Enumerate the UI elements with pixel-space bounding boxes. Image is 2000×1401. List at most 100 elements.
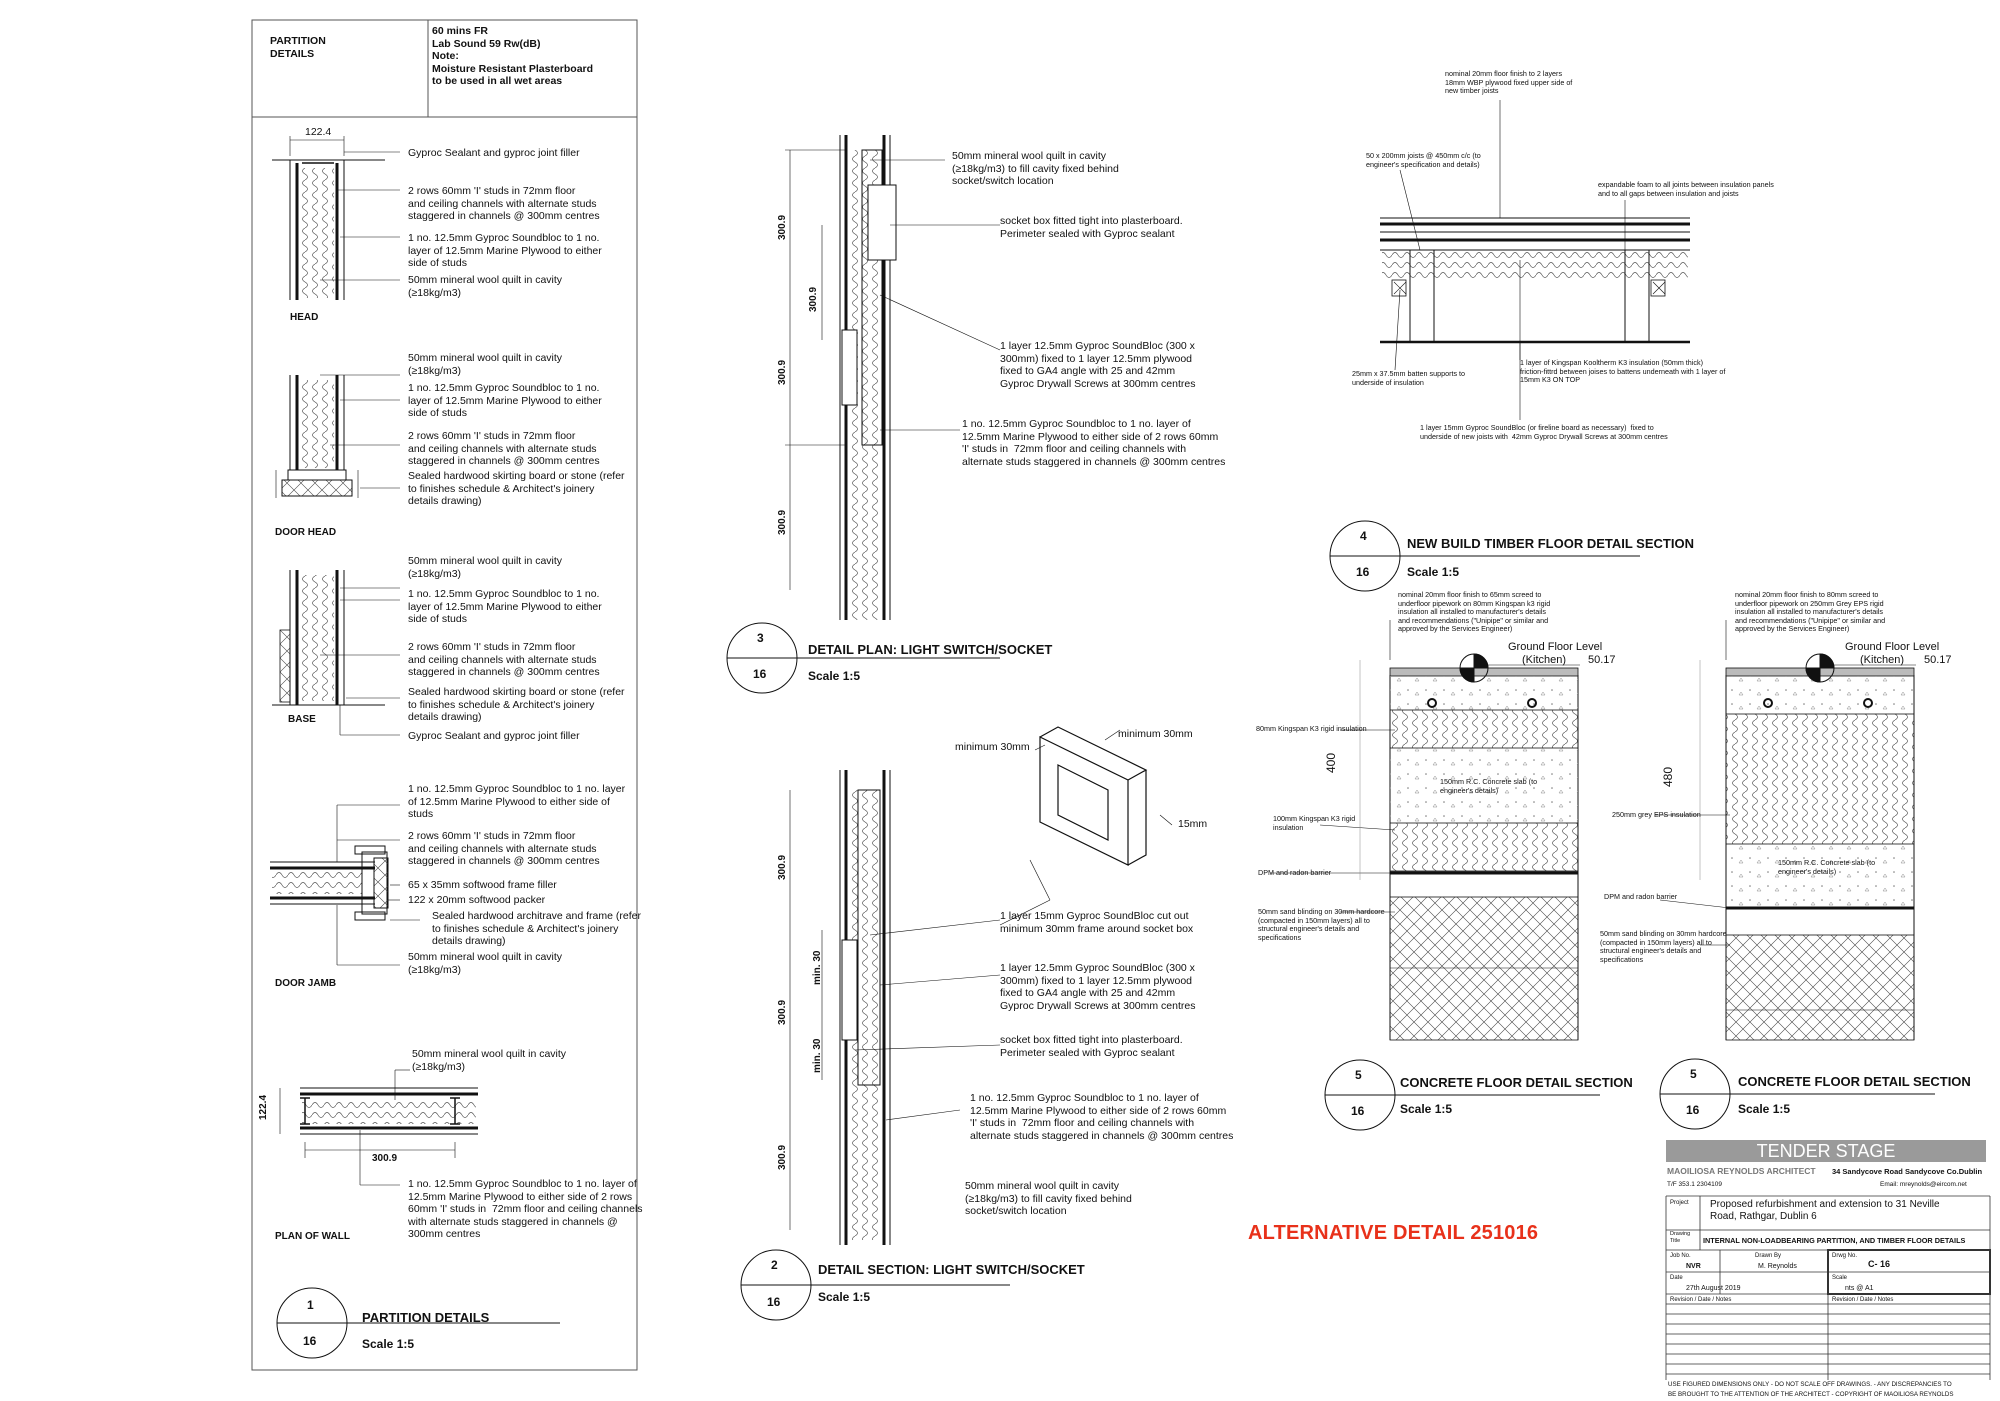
detail2-dim-2: min. 30 [812,950,823,985]
head-label: HEAD [290,312,319,323]
partition-header-spec: 60 mins FR Lab Sound 59 Rw(dB) Note: Moi… [432,25,594,87]
job-no: NVR [1686,1263,1701,1270]
detail1-title: PARTITION DETAILS [362,1310,490,1325]
detail2-note-3: socket box fitted tight into plasterboar… [1000,1034,1183,1059]
detail5b-level-value: 50.17 [1924,654,1952,666]
detail4-note-6: 1 layer 15mm Gyproc SoundBloc (or fireli… [1420,423,1668,441]
detail4-note-4: 25mm x 37.5mm batten supports to undersi… [1352,369,1466,387]
detail4-note-2: 50 x 200mm joists @ 450mm c/c (to engine… [1366,151,1481,169]
detail3-sheet: 16 [753,667,767,681]
detail2-drawing [789,726,1173,1245]
detail2-dim-4: min. 30 [812,1038,823,1073]
firm-name: MAOILIOSA REYNOLDS ARCHITECT [1667,1166,1816,1176]
drawn-by-label: Drawn By [1755,1253,1782,1259]
head-detail-drawing [272,136,400,300]
detail4-sheet: 16 [1356,565,1370,579]
detail5a-sheet: 16 [1351,1104,1365,1118]
detail5b-level-room: (Kitchen) [1860,654,1905,666]
door-head-detail-drawing [275,374,400,498]
detail4-drawing [1380,100,1690,420]
detail3-note-1: 50mm mineral wool quilt in cavity (≥18kg… [952,150,1119,187]
door-jamb-detail-drawing [270,804,420,966]
detail2-iso-label-3: 15mm [1178,818,1208,830]
date-value: 27th August 2019 [1686,1285,1741,1292]
detail2-note-5: 50mm mineral wool quilt in cavity (≥18kg… [965,1180,1132,1217]
head-note-2: 2 rows 60mm 'I' studs in 72mm floor and … [408,185,600,222]
base-note-5: Gyproc Sealant and gyproc joint filler [408,730,580,742]
detail3-note-4: 1 no. 12.5mm Gyproc Soundbloc to 1 no. l… [962,418,1226,468]
detail3-dim-2: 300.9 [808,286,819,312]
detail3-note-3: 1 layer 12.5mm Gyproc SoundBloc (300 x 3… [1000,340,1196,390]
detail5b-scale: Scale 1:5 [1738,1102,1791,1116]
detail2-iso-label-1: minimum 30mm [955,741,1030,753]
door-head-note-1: 50mm mineral wool quilt in cavity (≥18kg… [408,352,563,377]
scale-label: Scale [1832,1275,1848,1281]
drawing-no: C- 16 [1868,1259,1891,1269]
plan-note-2: 1 no. 12.5mm Gyproc Soundbloc to 1 no. l… [408,1178,643,1240]
door-jamb-note-5: Sealed hardwood architrave and frame (re… [432,910,641,947]
base-detail-drawing [272,570,400,736]
detail1-sheet: 16 [303,1334,317,1348]
drawn-by: M. Reynolds [1758,1263,1797,1270]
detail2-note-1: 1 layer 15mm Gyproc SoundBloc cut out mi… [1000,910,1194,935]
firm-address: 34 Sandycove Road Sandycove Co.Dublin [1832,1167,1983,1176]
detail3-note-2: socket box fitted tight into plasterboar… [1000,215,1183,240]
detail3-dim-1: 300.9 [777,214,788,240]
base-label: BASE [288,714,316,725]
head-note-3: 1 no. 12.5mm Gyproc Soundbloc to 1 no. l… [408,232,602,269]
detail5b-level-title: Ground Floor Level [1845,641,1940,653]
detail5a-note-2: 80mm Kingspan K3 rigid insulation [1256,724,1367,733]
detail2-dim-3: 300.9 [777,999,788,1025]
detail5b-title: CONCRETE FLOOR DETAIL SECTION [1738,1074,1971,1089]
tender-stage-banner: TENDER STAGE [1756,1141,1896,1161]
detail5a-level-room: (Kitchen) [1522,654,1567,666]
door-jamb-note-4: 122 x 20mm softwood packer [408,894,546,906]
detail2-iso-label-2: minimum 30mm [1118,728,1193,740]
plan-of-wall-drawing [279,1069,478,1186]
detail5b-note-2: 250mm grey EPS insulation [1612,810,1701,819]
door-head-note-3: 2 rows 60mm 'I' studs in 72mm floor and … [408,430,600,467]
partition-panel-frame [251,19,638,1371]
drawing-no-label: Drwg No. [1832,1253,1858,1259]
partition-header-title: PARTITION DETAILS [270,35,326,60]
detail2-dim-1: 300.9 [777,854,788,880]
job-no-label: Job No. [1670,1253,1691,1259]
detail3-dim-3: 300.9 [777,359,788,385]
detail4-number: 4 [1360,529,1367,543]
detail5a-drawing [1270,620,1580,1041]
detail5a-note-5: DPM and radon barrier [1258,868,1332,877]
detail3-scale: Scale 1:5 [808,669,861,683]
detail4-note-3: expandable foam to all joints between in… [1598,180,1774,198]
project-label: Project [1670,1200,1689,1206]
detail1-scale: Scale 1:5 [362,1337,415,1351]
detail3-drawing [785,135,1001,620]
detail4-scale: Scale 1:5 [1407,565,1460,579]
door-jamb-note-1: 1 no. 12.5mm Gyproc Soundbloc to 1 no. l… [408,783,626,820]
detail2-scale: Scale 1:5 [818,1290,871,1304]
door-head-label: DOOR HEAD [275,527,337,538]
detail5a-note-3: 150mm R.C. Concrete slab (to engineer's … [1440,777,1538,795]
detail5b-dim: 480 [1661,766,1675,787]
detail3-dim-4: 300.9 [777,509,788,535]
head-note-4: 50mm mineral wool quilt in cavity (≥18kg… [408,274,563,299]
drawing-title: INTERNAL NON-LOADBEARING PARTITION, AND … [1703,1236,1966,1245]
plan-of-wall-label: PLAN OF WALL [275,1231,350,1242]
head-dimension: 122.4 [305,126,332,138]
revision-label-2: Revision / Date / Notes [1832,1297,1894,1303]
plan-dim-vertical: 122.4 [258,1094,269,1120]
detail4-title: NEW BUILD TIMBER FLOOR DETAIL SECTION [1407,536,1694,551]
copyright-footer: USE FIGURED DIMENSIONS ONLY - DO NOT SCA… [1668,1381,1954,1398]
detail5a-level-title: Ground Floor Level [1508,641,1603,653]
door-head-note-4: Sealed hardwood skirting board or stone … [408,470,625,507]
detail4-note-5: 1 layer of Kingspan Kooltherm K3 insulat… [1520,358,1726,385]
project-name: Proposed refurbishment and extension to … [1710,1199,1940,1222]
detail5b-number: 5 [1690,1067,1697,1081]
detail5a-number: 5 [1355,1068,1362,1082]
detail5b-note-3: 150mm R.C. Concrete slab (to engineer's … [1778,858,1876,876]
detail5a-dim: 400 [1324,752,1338,773]
detail5b-note-1: nominal 20mm floor finish to 80mm screed… [1735,590,1886,634]
date-label: Date [1670,1275,1683,1281]
scale-value: nts @ A1 [1845,1285,1874,1292]
detail5a-note-6: 50mm sand blinding on 30mm hardcore (com… [1258,907,1385,942]
